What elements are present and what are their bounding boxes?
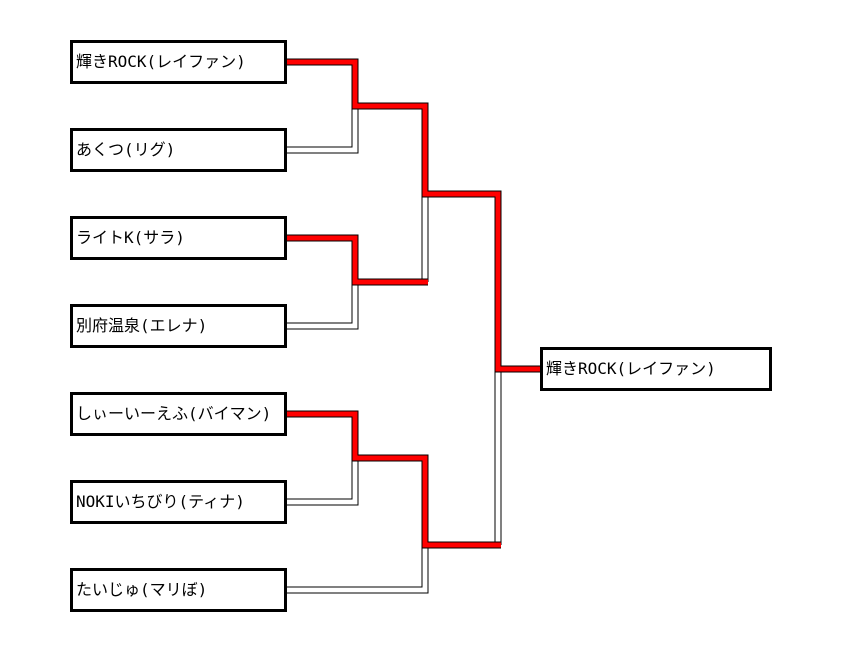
player-box-4: 別府温泉(エレナ) [70,304,287,348]
player-name-7: たいじゅ(マリぼ) [76,580,208,599]
player-name-4: 別府温泉(エレナ) [76,316,208,335]
player-box-7: たいじゅ(マリぼ) [70,568,287,612]
player-box-6: NOKIいちびり(ティナ) [70,480,287,524]
player-box-1: 輝きROCK(レイファン) [70,40,287,84]
player-name-5: しぃーいーえふ(バイマン) [76,404,272,423]
player-box-5: しぃーいーえふ(バイマン) [70,392,287,436]
player-name-3: ライトK(サラ) [76,228,185,247]
player-name-1: 輝きROCK(レイファン) [76,52,246,71]
champion-name: 輝きROCK(レイファン) [546,359,716,378]
player-box-2: あくつ(リグ) [70,128,287,172]
player-name-6: NOKIいちびり(ティナ) [76,492,245,511]
champion-box: 輝きROCK(レイファン) [540,347,772,391]
player-name-2: あくつ(リグ) [76,140,176,159]
player-box-3: ライトK(サラ) [70,216,287,260]
